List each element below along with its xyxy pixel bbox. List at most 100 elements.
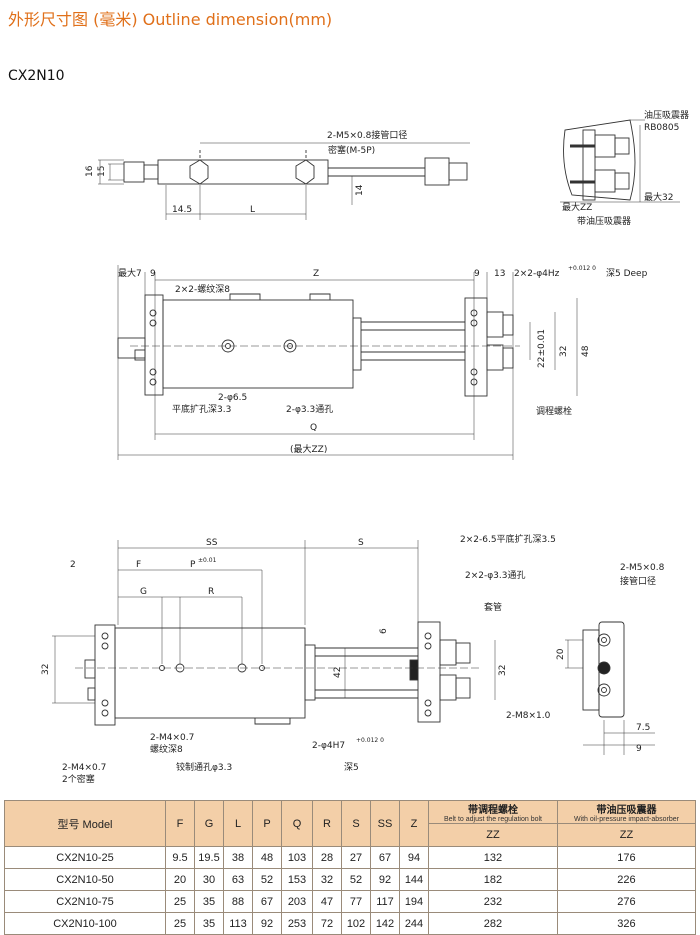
cell: 30 bbox=[194, 868, 224, 891]
label-thread8: 2×2-螺纹深8 bbox=[175, 283, 230, 295]
header-zz-abs: ZZ bbox=[556, 823, 697, 847]
label-20: 20 bbox=[556, 648, 566, 660]
cell: 92 bbox=[252, 912, 282, 935]
header-G: G bbox=[194, 800, 224, 847]
label-Q: Q bbox=[310, 423, 317, 433]
label-with-absorber: 带油压吸震器 bbox=[577, 215, 631, 227]
page-title: 外形尺寸图 (毫米) Outline dimension(mm) bbox=[8, 10, 333, 29]
label-48: 48 bbox=[581, 345, 591, 357]
label-phi4-tol: +0.012 0 bbox=[568, 265, 596, 272]
label-32c: 32 bbox=[498, 665, 508, 676]
label-32b: 32 bbox=[41, 664, 51, 675]
label-m4a: 2-M4×0.7 bbox=[150, 733, 194, 743]
label-rb0805: RB0805 bbox=[644, 123, 679, 133]
label-m5-port: 2-M5×0.8接管口径 bbox=[327, 129, 407, 141]
cell: 203 bbox=[281, 890, 313, 913]
cell: 88 bbox=[223, 890, 253, 913]
label-deep5: 深5 Deep bbox=[606, 268, 648, 279]
cell: 67 bbox=[370, 846, 400, 869]
cell: 27 bbox=[341, 846, 371, 869]
cell: 194 bbox=[399, 890, 429, 913]
cell: CX2N10-100 bbox=[4, 912, 166, 935]
label-phi3-3: 2-φ3.3通孔 bbox=[286, 404, 333, 415]
cell: 47 bbox=[312, 890, 342, 913]
header-model: 型号 Model bbox=[4, 800, 166, 847]
label-16: 16 bbox=[85, 165, 95, 177]
header-adj: 带调程螺栓 Belt to adjust the regulation bolt bbox=[428, 800, 558, 824]
label-m5b: 2-M5×0.8 bbox=[620, 563, 665, 573]
label-absorber: 油压吸震器 bbox=[644, 109, 689, 121]
cell: 35 bbox=[194, 890, 224, 913]
cell: 232 bbox=[428, 890, 558, 913]
cell: 63 bbox=[223, 868, 253, 891]
label-m5b-2: 接管口径 bbox=[620, 575, 656, 587]
label-G: G bbox=[140, 587, 147, 597]
cell: 117 bbox=[370, 890, 400, 913]
cell: 282 bbox=[428, 912, 558, 935]
cell: 142 bbox=[370, 912, 400, 935]
top-view-drawing bbox=[98, 142, 470, 220]
label-SS: SS bbox=[206, 538, 218, 548]
cell: 25 bbox=[165, 890, 195, 913]
cell: 38 bbox=[223, 846, 253, 869]
dimension-table: 型号 Model F G L P Q R S SS Z 带调程螺栓 Belt t… bbox=[4, 800, 697, 935]
header-adj-sub: Belt to adjust the regulation bolt bbox=[443, 816, 543, 823]
cell: 226 bbox=[556, 868, 697, 891]
header-F: F bbox=[165, 800, 195, 847]
absorber-detail-drawing bbox=[560, 119, 680, 203]
label-plug: 密塞(M-5P) bbox=[328, 144, 375, 156]
label-max-zz: (最大ZZ) bbox=[290, 443, 327, 455]
label-P-tol: ±0.01 bbox=[198, 557, 217, 564]
drawing: 2-M5×0.8接管口径 密塞(M-5P) 16 15 14 14.5 L 油压… bbox=[41, 109, 689, 785]
label-max-zz-small: 最大ZZ bbox=[562, 201, 592, 213]
label-Z: Z bbox=[313, 269, 319, 279]
label-9a: 9 bbox=[150, 269, 156, 279]
label-15: 15 bbox=[97, 166, 107, 177]
cell: 72 bbox=[312, 912, 342, 935]
front-view-drawing bbox=[117, 265, 578, 460]
cell: 153 bbox=[281, 868, 313, 891]
label-7-5: 7.5 bbox=[636, 723, 650, 733]
label-phi4: 2×2-φ4Hz bbox=[514, 269, 560, 279]
cell: CX2N10-75 bbox=[4, 890, 166, 913]
cell: 52 bbox=[252, 868, 282, 891]
label-max7: 最大7 bbox=[118, 267, 142, 279]
cell: 77 bbox=[341, 890, 371, 913]
model-code: CX2N10 bbox=[8, 68, 65, 84]
label-9c: 9 bbox=[636, 744, 642, 754]
label-L: L bbox=[250, 205, 255, 215]
cell: 20 bbox=[165, 868, 195, 891]
label-adj-bolt: 调程螺栓 bbox=[536, 405, 572, 417]
label-ream: 铰制通孔φ3.3 bbox=[176, 761, 232, 773]
cell: 52 bbox=[341, 868, 371, 891]
label-R: R bbox=[208, 587, 214, 597]
cell: CX2N10-25 bbox=[4, 846, 166, 869]
label-deep5b: 深5 bbox=[344, 762, 359, 773]
header-S: S bbox=[341, 800, 371, 847]
label-14-5: 14.5 bbox=[172, 205, 192, 215]
cell: 19.5 bbox=[194, 846, 224, 869]
label-42: 42 bbox=[333, 667, 343, 678]
side-view-drawing bbox=[52, 540, 655, 755]
cell: 113 bbox=[223, 912, 253, 935]
label-2: 2 bbox=[70, 560, 76, 570]
label-counterbore: 平底扩孔深3.3 bbox=[172, 403, 231, 415]
label-max32: 最大32 bbox=[644, 191, 673, 203]
cell: 132 bbox=[428, 846, 558, 869]
cell: 103 bbox=[281, 846, 313, 869]
label-m4a-2: 螺纹深8 bbox=[150, 743, 183, 755]
label-phi4h7: 2-φ4H7 bbox=[312, 741, 345, 751]
cell: CX2N10-50 bbox=[4, 868, 166, 891]
cell: 67 bbox=[252, 890, 282, 913]
header-zz-adj: ZZ bbox=[428, 823, 558, 847]
cell: 35 bbox=[194, 912, 224, 935]
cell: 244 bbox=[399, 912, 429, 935]
header-L: L bbox=[223, 800, 253, 847]
label-m4b-2: 2个密塞 bbox=[62, 773, 95, 785]
label-phi4h7-tol: +0.012 0 bbox=[356, 737, 384, 744]
cell: 144 bbox=[399, 868, 429, 891]
header-SS: SS bbox=[370, 800, 400, 847]
